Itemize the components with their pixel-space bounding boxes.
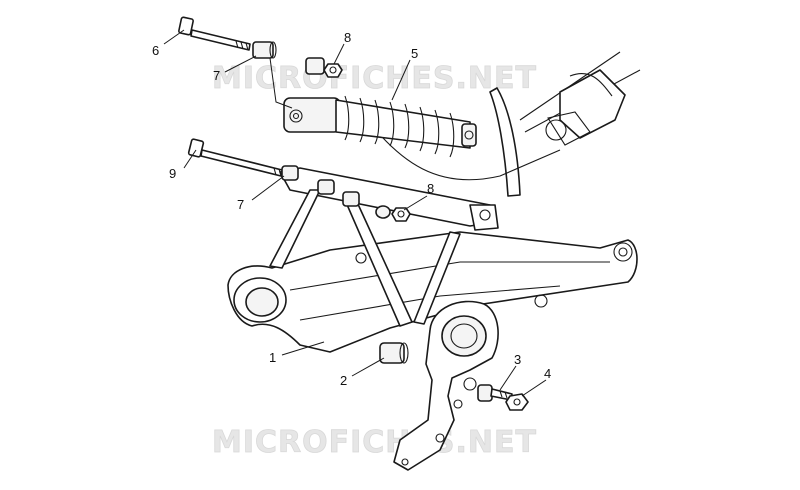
bushing-nut-8-top [305,57,343,78]
leader-lines [163,29,547,397]
bolt-9 [187,138,291,179]
callout-8-middle: 8 [427,181,434,196]
bolt-6 [178,16,251,51]
callout-8-top: 8 [344,30,351,45]
callout-7-middle: 7 [237,197,244,212]
linkage-arms [269,165,499,327]
callout-2: 2 [340,373,347,388]
nut-4 [505,393,529,411]
callout-3: 3 [514,352,521,367]
caliper-bracket [393,300,499,471]
watermark-bottom: MICROFICHES.NET [212,425,537,460]
bushing-7-top [252,41,277,59]
callout-labels: 6 7 8 5 9 7 8 1 2 3 4 [152,30,551,388]
callout-7-top: 7 [213,68,220,83]
spacer-2 [379,342,409,364]
callout-6-top: 6 [152,43,159,58]
callout-1: 1 [269,350,276,365]
bushing-nut-8-middle [375,205,411,222]
callout-4: 4 [544,366,551,381]
watermark-top: MICROFICHES.NET [212,61,537,96]
pin-3 [477,384,513,402]
callout-5: 5 [411,46,418,61]
shock-absorber [283,95,477,158]
callout-9: 9 [169,166,176,181]
